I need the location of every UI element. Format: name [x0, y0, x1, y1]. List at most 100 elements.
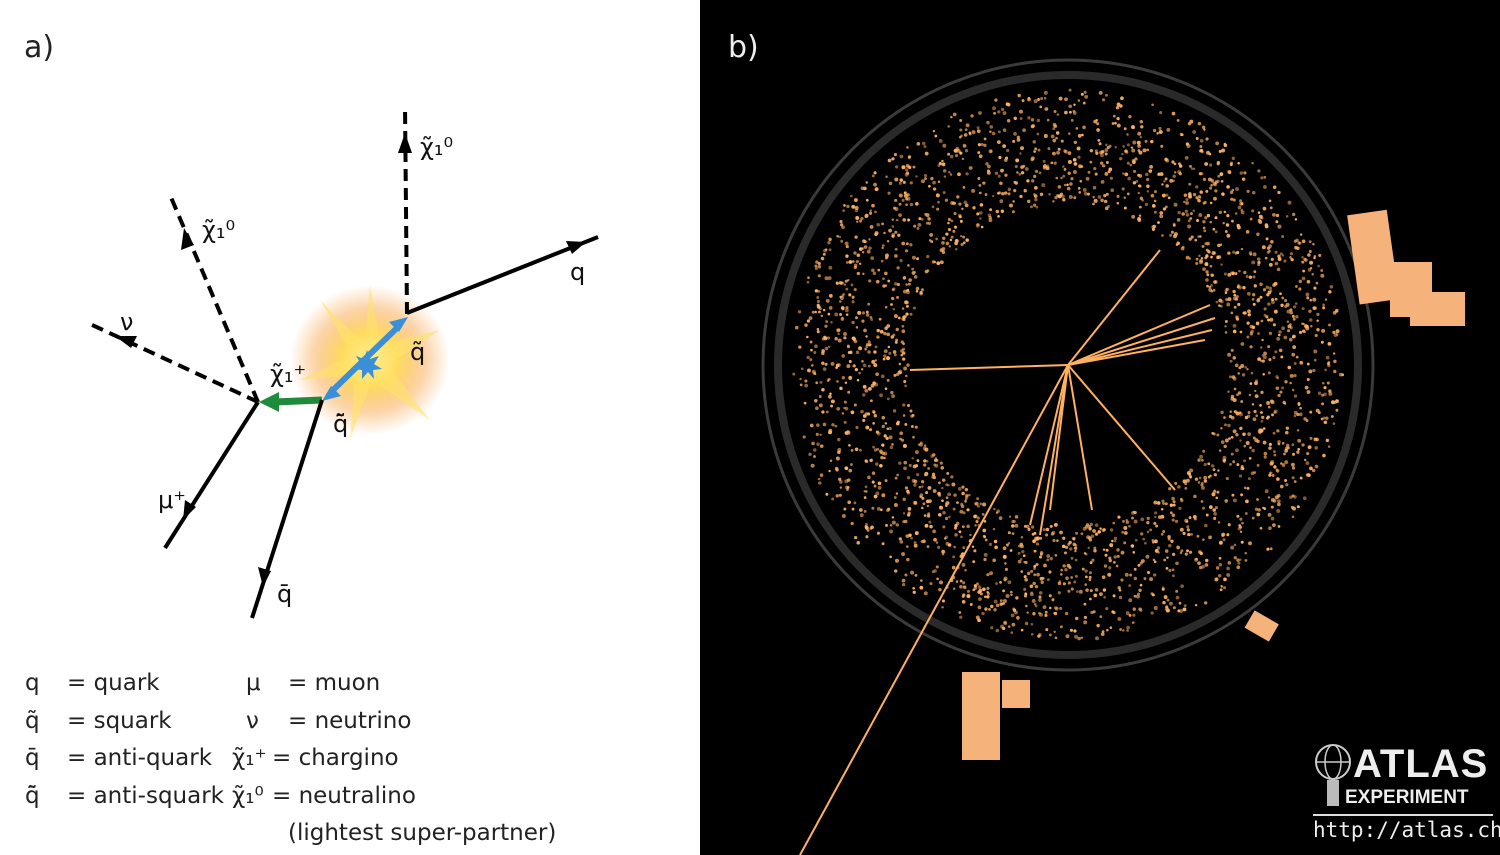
- hit-dot: [1043, 563, 1047, 568]
- hit-dot: [1307, 445, 1312, 450]
- hit-dot: [1252, 302, 1256, 306]
- hit-dot: [924, 447, 929, 452]
- hit-dot: [1270, 257, 1274, 261]
- hit-dot: [1165, 605, 1169, 609]
- hit-dot: [1022, 554, 1026, 558]
- hit-dot: [923, 591, 928, 596]
- hit-dot: [834, 312, 839, 317]
- hit-dot: [1002, 589, 1006, 593]
- hit-dot: [1023, 594, 1028, 598]
- hit-dot: [1244, 512, 1248, 515]
- hit-dot: [1234, 272, 1238, 275]
- hit-dot: [1160, 532, 1164, 536]
- hit-dot: [1240, 247, 1244, 251]
- hit-dot: [1272, 323, 1276, 327]
- hit-dot: [1218, 563, 1223, 567]
- hit-dot: [838, 477, 842, 481]
- hit-dot: [901, 438, 905, 442]
- hit-dot: [828, 248, 832, 252]
- hit-dot: [1152, 541, 1155, 544]
- hit-dot: [1233, 293, 1237, 297]
- chargino-line: [274, 396, 323, 406]
- hit-dot: [1150, 193, 1155, 198]
- label-muon: μ⁺: [158, 486, 186, 514]
- hit-dot: [974, 514, 978, 518]
- hit-dot: [1194, 603, 1198, 607]
- hit-dot: [1218, 540, 1223, 545]
- hit-dot: [1197, 481, 1201, 484]
- hit-dot: [869, 458, 873, 463]
- hit-dot: [1297, 438, 1302, 443]
- hit-dot: [1146, 570, 1150, 574]
- hit-dot: [841, 513, 846, 518]
- hit-dot: [971, 188, 976, 193]
- hit-dot: [1267, 302, 1271, 306]
- hit-dot: [1069, 628, 1074, 632]
- hit-dot: [1324, 368, 1327, 372]
- hit-dot: [1280, 303, 1284, 307]
- hit-dot: [1062, 564, 1066, 568]
- hit-dot: [1262, 355, 1267, 360]
- hit-dot: [1179, 608, 1184, 613]
- hit-dot: [1293, 373, 1297, 378]
- energy-bar: [962, 672, 1000, 760]
- hit-dot: [861, 247, 864, 250]
- hit-dot: [861, 311, 866, 315]
- hit-dot: [1157, 551, 1160, 554]
- hit-dot: [905, 168, 909, 172]
- hit-dot: [1182, 607, 1187, 612]
- hit-dot: [1202, 220, 1206, 224]
- hit-dot: [982, 528, 987, 533]
- hit-dot: [1245, 230, 1250, 234]
- hit-dot: [1242, 311, 1246, 315]
- hit-dot: [834, 337, 838, 341]
- hit-dot: [1059, 573, 1063, 576]
- hit-dot: [1275, 468, 1279, 472]
- hit-dot: [1206, 241, 1210, 246]
- hit-dot: [1033, 564, 1037, 568]
- hit-dot: [1297, 402, 1301, 406]
- hit-dot: [887, 279, 891, 283]
- hit-dot: [906, 196, 911, 201]
- hit-dot: [1197, 561, 1201, 565]
- hit-dot: [1230, 311, 1234, 315]
- hit-dot: [1116, 123, 1121, 128]
- hit-dot: [1126, 143, 1130, 147]
- hit-dot: [1067, 589, 1071, 593]
- hit-dot: [1209, 163, 1213, 167]
- hit-dot: [943, 537, 947, 540]
- hit-dot: [837, 332, 840, 336]
- hit-dot: [1184, 486, 1188, 490]
- hit-dot: [1235, 433, 1239, 437]
- hit-dot: [1175, 561, 1179, 566]
- hit-dot: [1002, 128, 1007, 132]
- hit-dot: [1185, 255, 1190, 260]
- hit-dot: [844, 479, 849, 484]
- hit-dot: [1062, 174, 1066, 178]
- hit-dot: [820, 256, 825, 261]
- hit-dot: [854, 367, 858, 372]
- hit-dot: [847, 351, 851, 355]
- hit-dot: [1308, 369, 1313, 374]
- hit-dot: [1073, 546, 1078, 550]
- hit-dot: [1102, 98, 1106, 102]
- hit-dot: [907, 282, 911, 286]
- hit-dot: [1124, 172, 1129, 177]
- hit-dot: [948, 245, 952, 248]
- hit-dot: [1162, 207, 1167, 211]
- hit-dot: [988, 149, 993, 154]
- hit-dot: [1197, 235, 1200, 238]
- hit-dot: [1014, 515, 1019, 519]
- hit-dot: [1026, 611, 1029, 614]
- hit-dot: [1082, 125, 1086, 130]
- hit-dot: [1017, 93, 1021, 98]
- hit-dot: [1005, 543, 1009, 547]
- hit-dot: [931, 472, 936, 477]
- hit-dot: [804, 379, 808, 383]
- hit-dot: [893, 282, 898, 286]
- hit-dot: [988, 542, 993, 547]
- hit-dot: [1077, 99, 1081, 102]
- hit-dot: [1051, 598, 1055, 602]
- hit-dot: [1140, 532, 1144, 536]
- hit-dot: [887, 345, 891, 349]
